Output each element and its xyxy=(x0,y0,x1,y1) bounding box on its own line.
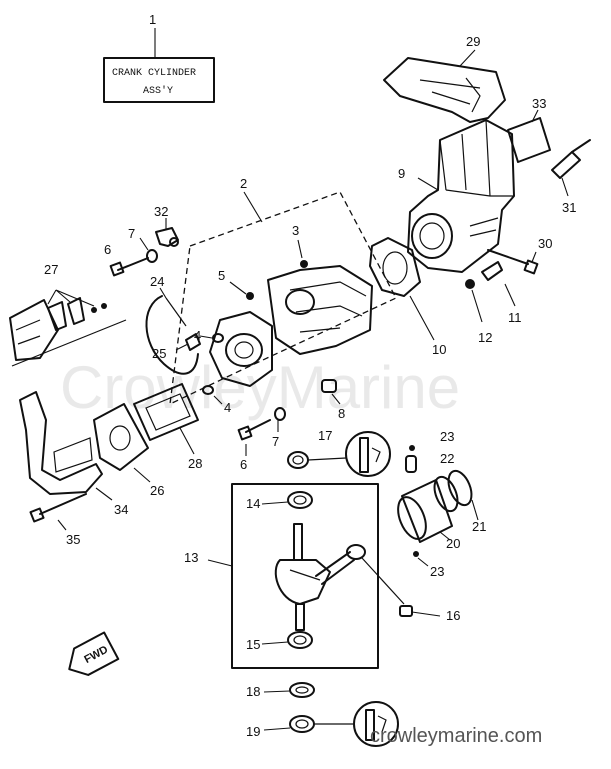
callout-1: 1 xyxy=(149,12,156,27)
callout-17: 17 xyxy=(318,428,332,443)
part-11-bolt xyxy=(481,261,516,307)
part-25-clip xyxy=(175,333,201,351)
part-4-pin-upper xyxy=(199,333,224,343)
callout-2: 2 xyxy=(240,176,247,191)
callout-19: 19 xyxy=(246,724,260,739)
part-29-cover-plate xyxy=(383,49,506,123)
callout-4-lower: 4 xyxy=(224,400,231,415)
callout-12: 12 xyxy=(478,330,492,345)
callout-18: 18 xyxy=(246,684,260,699)
part-21-piston-rings xyxy=(433,469,479,521)
callout-21: 21 xyxy=(472,519,486,534)
callout-32: 32 xyxy=(154,204,168,219)
callout-29: 29 xyxy=(466,34,480,49)
callout-10: 10 xyxy=(432,342,446,357)
part-32-fitting xyxy=(155,218,179,247)
part-20-piston xyxy=(397,479,453,543)
callout-35: 35 xyxy=(66,532,80,547)
part-16-bolt xyxy=(361,557,441,617)
fwd-arrow-label: FWD xyxy=(82,644,110,666)
part-4-pin-lower xyxy=(202,385,223,405)
callout-5: 5 xyxy=(218,268,225,283)
site-url: crowleymarine.com xyxy=(370,725,542,747)
callout-3: 3 xyxy=(292,223,299,238)
callout-31: 31 xyxy=(562,200,576,215)
callout-28: 28 xyxy=(188,456,202,471)
callout-4-upper: 4 xyxy=(194,328,201,343)
callout-22: 22 xyxy=(440,451,454,466)
part-7-washer-lower xyxy=(274,407,286,432)
part-2-cylinder-assembly-group xyxy=(169,191,397,406)
callout-23-upper: 23 xyxy=(440,429,454,444)
part-10-gasket xyxy=(369,237,435,341)
part-18-oil-seal xyxy=(263,682,315,698)
part-22-piston-pin xyxy=(405,455,417,473)
part-15-bearing xyxy=(261,631,313,649)
callout-23-lower: 23 xyxy=(430,564,444,579)
part-13-crankshaft-assembly xyxy=(207,483,379,669)
callout-8: 8 xyxy=(338,406,345,421)
part-33-gasket xyxy=(507,109,551,163)
callout-6-lower: 6 xyxy=(240,457,247,472)
fwd-arrow: FWD xyxy=(68,631,120,676)
callout-33: 33 xyxy=(532,96,546,111)
callout-14: 14 xyxy=(246,496,260,511)
part-27-reed-valve xyxy=(9,289,127,367)
part-9-cylinder-block xyxy=(407,119,515,273)
callout-7-lower: 7 xyxy=(272,434,279,449)
title-box-line2: ASS'Y xyxy=(143,85,173,97)
callout-30: 30 xyxy=(538,236,552,251)
part-24-hose xyxy=(145,287,199,375)
part-5-screw xyxy=(229,281,254,300)
callout-7-upper: 7 xyxy=(128,226,135,241)
callout-6-upper: 6 xyxy=(104,242,111,257)
callout-25: 25 xyxy=(152,346,166,361)
part-26-intake-manifold xyxy=(93,403,151,483)
title-box: CRANK CYLINDER ASS'Y xyxy=(103,28,215,103)
part-17-bearing xyxy=(287,431,391,477)
callout-34: 34 xyxy=(114,502,128,517)
callout-24: 24 xyxy=(150,274,164,289)
part-7-washer-upper xyxy=(139,237,158,263)
part-23-clip-lower xyxy=(413,551,429,567)
callout-15: 15 xyxy=(246,637,260,652)
callout-16: 16 xyxy=(446,608,460,623)
callout-13: 13 xyxy=(184,550,198,565)
part-30-bolt xyxy=(487,249,539,275)
part-6-bolt-upper xyxy=(109,257,149,277)
callout-9: 9 xyxy=(398,166,405,181)
part-8-bushing xyxy=(321,379,341,405)
part-12-washer xyxy=(465,279,483,323)
callout-26: 26 xyxy=(150,483,164,498)
part-14-bearing xyxy=(261,491,313,509)
part-34-bracket xyxy=(19,391,113,501)
part-31-spark-plug xyxy=(551,139,591,197)
part-23-clip-upper xyxy=(409,445,415,451)
part-19-bearing xyxy=(263,701,399,747)
callout-labels: 1 2 3 4 4 5 6 6 7 7 8 9 10 11 12 13 14 1… xyxy=(44,12,576,739)
title-box-line1: CRANK CYLINDER xyxy=(112,68,196,79)
callout-20: 20 xyxy=(446,536,460,551)
part-3-screw xyxy=(297,239,308,268)
watermark-text: CrowleyMarine xyxy=(60,354,460,421)
part-6-bolt-lower xyxy=(237,419,271,456)
part-28-gasket xyxy=(133,383,199,455)
callout-11: 11 xyxy=(508,310,522,325)
callout-27: 27 xyxy=(44,262,58,277)
part-35-long-bolt xyxy=(29,493,87,531)
